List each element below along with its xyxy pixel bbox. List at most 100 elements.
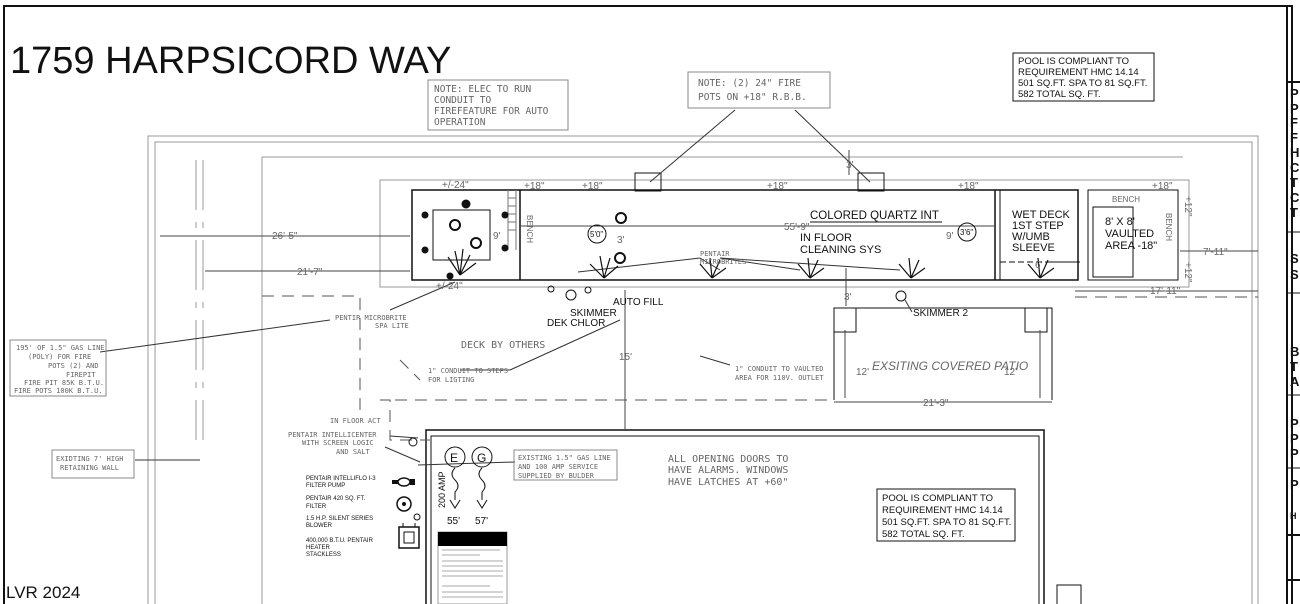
label-text: PENTIR MICROBRITE bbox=[335, 314, 407, 322]
dimension-text: 3'6" bbox=[960, 228, 973, 237]
spec-sheet-thumbnail bbox=[437, 531, 508, 604]
title-block-letter: A bbox=[1290, 374, 1300, 389]
spa-jet-icon bbox=[501, 244, 509, 252]
microbrite-lights bbox=[447, 248, 1055, 279]
note-text: ALL OPENING DOORS TO bbox=[668, 454, 788, 465]
note-box-gas-line bbox=[9, 339, 107, 397]
spa-jet-icon bbox=[501, 211, 509, 219]
dek-chlor-icon bbox=[547, 285, 555, 293]
note-text: HAVE ALARMS. WINDOWS bbox=[668, 465, 788, 476]
note-text: 582 TOTAL SQ. FT. bbox=[882, 529, 965, 540]
label-text: AND SALT bbox=[336, 448, 371, 456]
title-block-letter: P bbox=[1290, 416, 1299, 431]
label-text: MICROBRITES bbox=[700, 258, 746, 266]
title-block-letter: P bbox=[1290, 477, 1299, 492]
dimension-text: +18" bbox=[1152, 181, 1173, 192]
dimension-text: +18" bbox=[767, 181, 788, 192]
note-text: EXIDTING 7' HIGH bbox=[56, 455, 123, 463]
title-block-letter: C bbox=[1290, 160, 1300, 175]
dimension-text: 9' bbox=[493, 231, 501, 242]
label-text: PENTAIR INTELLICENTER bbox=[288, 431, 377, 439]
dimension-text: 3' bbox=[846, 160, 854, 171]
equipment-label: FILTER PUMP bbox=[306, 483, 345, 489]
note-text: 1" CONDUIT TO VAULTED bbox=[735, 365, 824, 373]
equipment-label: PENTAIR INTELLIFLO I-3 bbox=[306, 476, 376, 482]
compliance-box-bottom bbox=[876, 488, 1016, 542]
dimension-bubble bbox=[957, 222, 977, 242]
dimension-text: +12" bbox=[1182, 196, 1193, 217]
spa-jet-icon bbox=[449, 219, 461, 231]
label-text: SPA LITE bbox=[375, 322, 409, 330]
note-text: 501 SQ.FT. SPA TO 81 SQ.FT. bbox=[882, 517, 1011, 528]
watermark: LVR 2024 bbox=[6, 583, 80, 602]
spa-jet-icon bbox=[421, 211, 429, 219]
label-text: 8' X 8' bbox=[1105, 216, 1135, 228]
note-text: SUPPLIED BY BULDER bbox=[518, 472, 595, 480]
note-text: EXISTING 1.5" GAS LINE bbox=[518, 454, 611, 462]
dimension-text: 3' bbox=[617, 235, 625, 246]
dimension-text: 3' bbox=[844, 292, 852, 303]
label-text: IN FLOOR ACT bbox=[330, 417, 381, 425]
note-text: NOTE: (2) 24" FIRE bbox=[698, 78, 801, 89]
note-text: 582 TOTAL SQ. FT. bbox=[1018, 89, 1101, 100]
label-text: 200 AMP bbox=[437, 471, 447, 508]
dimension-text: 15' bbox=[619, 352, 632, 363]
label-text: IN FLOOR bbox=[800, 232, 852, 244]
note-text: RETAINING WALL bbox=[60, 464, 119, 472]
skimmer-icon bbox=[895, 290, 907, 302]
pool-light-icon bbox=[615, 212, 627, 224]
label-text: COLORED QUARTZ INT bbox=[810, 210, 939, 222]
label-text: AUTO FILL bbox=[613, 297, 664, 308]
dimension-text: +18" bbox=[958, 181, 979, 192]
title-block-letter: S bbox=[1290, 267, 1299, 282]
dimension-text: 17'-11" bbox=[1150, 286, 1181, 297]
title-block-letter: P bbox=[1290, 431, 1299, 446]
meter-label: E bbox=[450, 451, 458, 465]
covered-patio bbox=[833, 307, 1053, 400]
label-text: 1ST STEP bbox=[1012, 220, 1064, 232]
dimension-text: 5'0" bbox=[590, 230, 603, 239]
dimension-text: +/-24" bbox=[442, 180, 469, 191]
note-text: 1" CONDUIT TO STEPS bbox=[428, 367, 508, 375]
filter-pump-icon bbox=[392, 477, 415, 487]
house-outline bbox=[425, 429, 1045, 604]
skimmer-icon bbox=[565, 289, 577, 301]
dimension-text: 6' bbox=[1035, 260, 1043, 271]
gas-meter-icon bbox=[471, 446, 493, 468]
equipment-label: PENTAIR 420 SQ. FT. bbox=[306, 496, 366, 502]
label-text: AREA -18" bbox=[1105, 240, 1157, 252]
label-text: SKIMMER bbox=[570, 308, 617, 319]
dimension-text: 21'-7" bbox=[297, 267, 323, 278]
note-text: FIREPIT bbox=[66, 371, 96, 379]
title-block-letter: T bbox=[1290, 175, 1298, 190]
label-text: DEK CHLOR bbox=[547, 318, 605, 329]
dimension-text: 55'-9" bbox=[784, 222, 810, 233]
equipment-pad: PENTAIR INTELLIFLO I-3 FILTER PUMP PENTA… bbox=[306, 476, 421, 558]
note-text: NOTE: ELEC TO RUN bbox=[434, 84, 532, 95]
title-block-letter: P bbox=[1290, 101, 1299, 116]
title-block-letter: F bbox=[1290, 130, 1298, 145]
dimension-bubble bbox=[587, 224, 607, 244]
equipment-label: 1.5 H.P. SILENT SERIES bbox=[306, 516, 373, 522]
equipment-label: BLOWER bbox=[306, 523, 333, 529]
title-block-letter: B bbox=[1290, 344, 1299, 359]
note-box-fire-pots bbox=[687, 71, 831, 109]
dimension-text: 12' bbox=[856, 367, 869, 378]
drawing-title: 1759 HARPSICORD WAY bbox=[10, 40, 451, 82]
note-text: 195' OF 1.5" GAS LINE bbox=[16, 344, 105, 352]
title-block-letter: F bbox=[1290, 115, 1298, 130]
auto-fill-icon bbox=[584, 286, 592, 294]
sheet-border bbox=[3, 5, 1293, 604]
dimension-text: 9' bbox=[946, 231, 954, 242]
note-text: OPERATION bbox=[434, 117, 486, 128]
property-lines bbox=[147, 135, 1259, 604]
note-text: AREA FOR 110V. OUTLET bbox=[735, 374, 824, 382]
label-text: DECK BY OTHERS bbox=[461, 340, 545, 351]
note-text: FIRE POTS 100K B.T.U. bbox=[14, 387, 103, 395]
label-text: W/UMB bbox=[1012, 231, 1050, 243]
note-text: (POLY) FOR FIRE bbox=[28, 353, 91, 361]
label-text: VAULTED bbox=[1105, 228, 1154, 240]
in-floor-act-icon bbox=[408, 437, 418, 447]
label-text: BENCH bbox=[1164, 213, 1173, 241]
